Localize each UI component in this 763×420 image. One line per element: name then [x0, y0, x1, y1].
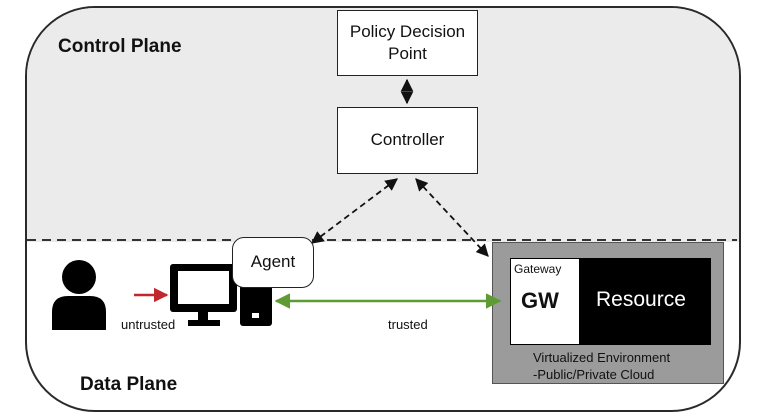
environment-line-1: Virtualized Environment: [533, 350, 671, 365]
policy-decision-point-box: Policy Decision Point: [337, 10, 478, 76]
controller-gateway-arrow: [415, 178, 489, 257]
gateway-caption: Gateway: [514, 262, 562, 276]
control-plane-label: Control Plane: [58, 36, 182, 57]
resource-label: Resource: [596, 288, 686, 311]
agent-label: Agent: [250, 252, 296, 272]
controller-agent-arrow: [310, 178, 399, 244]
controller-box: Controller: [337, 107, 478, 174]
trusted-label: trusted: [388, 317, 428, 332]
policy-decision-point-label: Policy Decision Point: [349, 21, 466, 63]
user-icon: [52, 260, 106, 330]
gateway-abbrev: GW: [521, 288, 559, 313]
controller-label: Controller: [370, 130, 445, 150]
environment-line-2: -Public/Private Cloud: [533, 367, 655, 382]
data-plane-label: Data Plane: [80, 374, 178, 395]
monitor-icon: [170, 264, 237, 326]
agent-box: Agent: [232, 237, 314, 288]
untrusted-label: untrusted: [121, 317, 176, 332]
gateway-box: [510, 258, 580, 345]
pc-tower-icon: [240, 284, 272, 326]
